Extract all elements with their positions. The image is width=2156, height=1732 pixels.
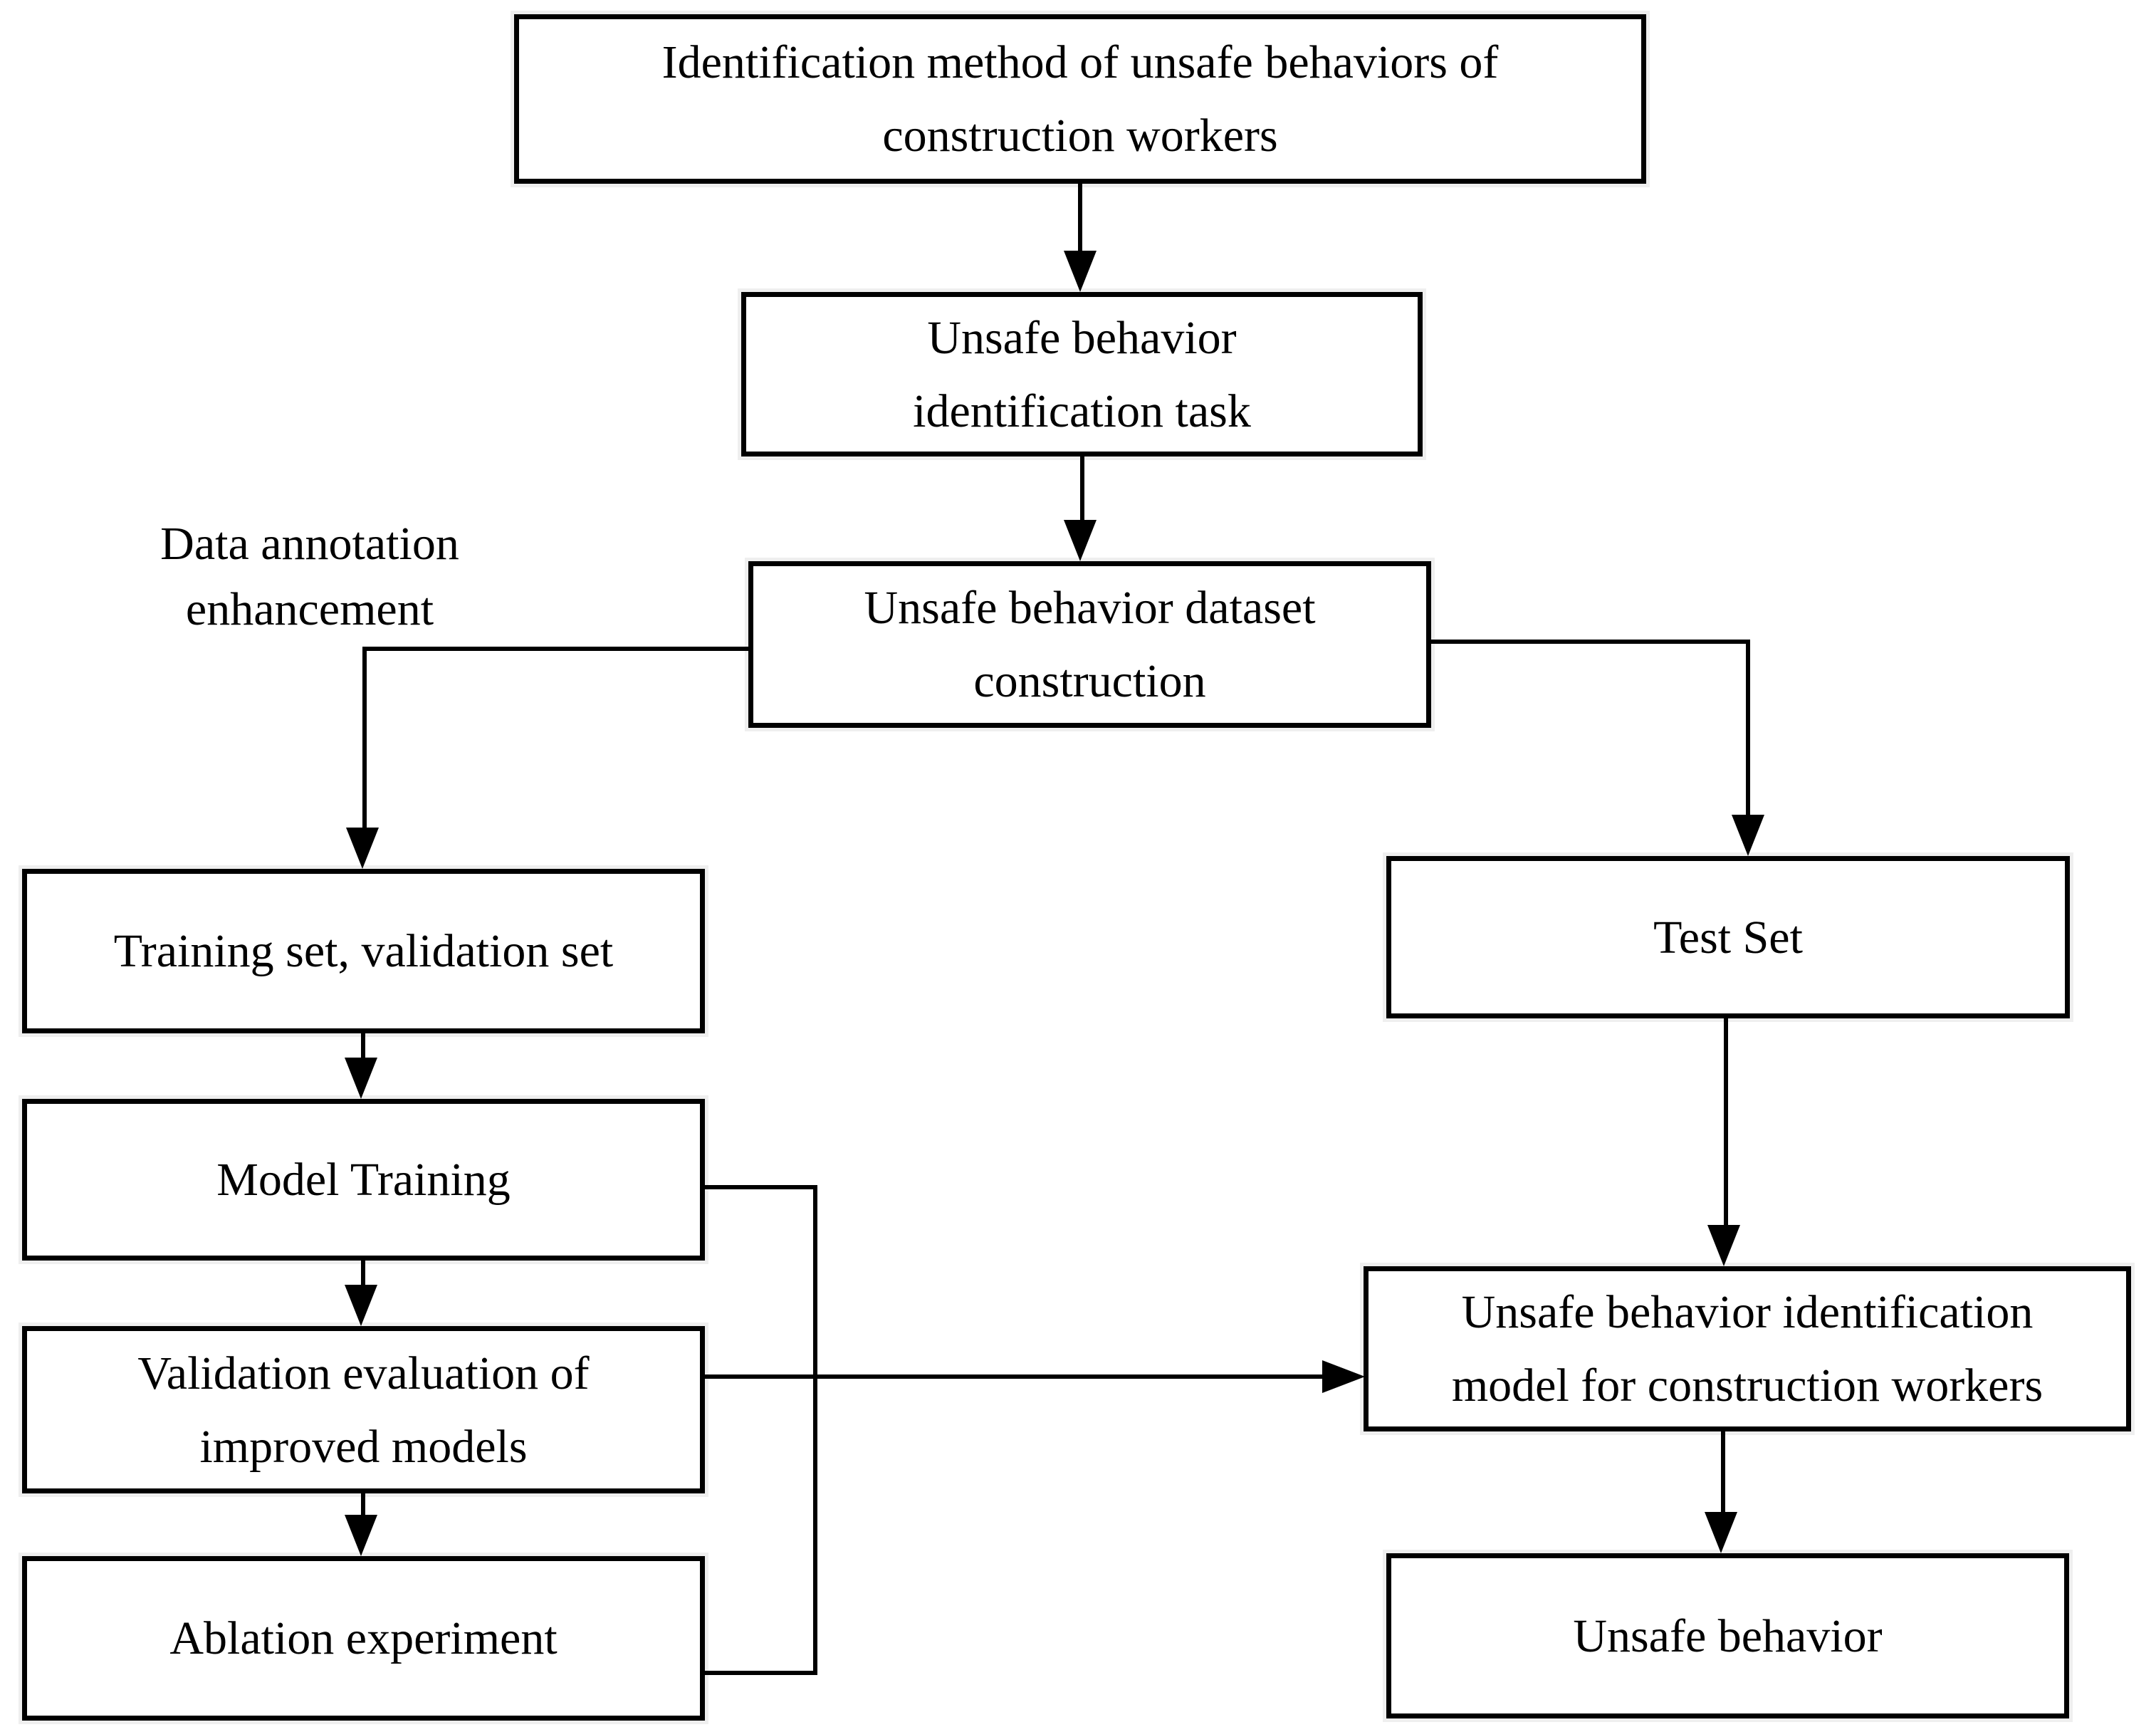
node-model-training: Model Training xyxy=(22,1099,705,1261)
node-identification-task-line1: Unsafe behavior xyxy=(927,311,1237,364)
connector-testset-to-model xyxy=(1724,1018,1728,1226)
node-validation-evaluation: Validation evaluation of improved models xyxy=(22,1326,705,1493)
arrowhead-dataset-to-testset xyxy=(1732,815,1764,856)
connector-validation-to-ablation xyxy=(361,1493,365,1518)
node-identification-task: Unsafe behavior identification task xyxy=(741,292,1423,457)
node-model-training-line1: Model Training xyxy=(216,1154,511,1206)
node-identification-model-line2: model for construction workers xyxy=(1451,1360,2044,1412)
arrowhead-method-to-task xyxy=(1064,251,1097,292)
node-identification-task-line2: identification task xyxy=(913,385,1251,437)
connector-ablation-bracket xyxy=(705,1671,817,1675)
node-ablation-experiment-line1: Ablation experiment xyxy=(169,1612,558,1664)
arrowhead-validation-to-ablation xyxy=(345,1515,377,1556)
connector-method-to-task xyxy=(1078,184,1082,255)
node-ablation-experiment: Ablation experiment xyxy=(22,1556,705,1721)
connector-modeltraining-to-validation xyxy=(361,1261,365,1288)
node-training-validation-set: Training set, validation set xyxy=(22,869,705,1033)
node-dataset-construction-line1: Unsafe behavior dataset xyxy=(864,582,1316,634)
arrowhead-trainingset-to-modeltraining xyxy=(345,1058,377,1099)
node-unsafe-behavior: Unsafe behavior xyxy=(1386,1553,2069,1718)
label-data-annotation-enhancement: Data annotation enhancement xyxy=(100,511,520,642)
label-data-annotation-line1: Data annotation xyxy=(160,518,459,570)
connector-trainingset-to-modeltraining xyxy=(361,1033,365,1060)
node-dataset-construction-line2: construction xyxy=(973,655,1206,707)
arrowhead-validation-to-model xyxy=(1322,1360,1365,1393)
node-test-set: Test Set xyxy=(1386,856,2070,1018)
arrowhead-dataset-to-trainingset xyxy=(346,828,379,869)
node-identification-method-line2: construction workers xyxy=(882,110,1278,162)
connector-modeltraining-bracket xyxy=(705,1185,817,1189)
connector-task-to-dataset xyxy=(1080,457,1084,524)
connector-dataset-to-testset xyxy=(1746,640,1750,818)
node-test-set-line1: Test Set xyxy=(1653,911,1803,964)
connector-model-to-unsafebehavior xyxy=(1721,1431,1725,1513)
arrowhead-task-to-dataset xyxy=(1064,520,1097,561)
arrowhead-modeltraining-to-validation xyxy=(345,1285,377,1326)
connector-validation-to-model xyxy=(705,1374,1324,1379)
connector-dataset-left-horizontal xyxy=(365,647,748,651)
node-identification-model-line1: Unsafe behavior identification xyxy=(1461,1286,2034,1338)
connector-dataset-right-horizontal xyxy=(1431,640,1750,644)
label-data-annotation-line2: enhancement xyxy=(185,583,434,635)
node-validation-evaluation-line1: Validation evaluation of xyxy=(137,1347,590,1399)
node-training-validation-set-line1: Training set, validation set xyxy=(113,925,614,977)
arrowhead-model-to-unsafebehavior xyxy=(1705,1512,1737,1553)
node-identification-method-line1: Identification method of unsafe behavior… xyxy=(661,36,1499,88)
arrowhead-testset-to-model xyxy=(1707,1225,1740,1266)
connector-bracket-vertical xyxy=(813,1185,817,1675)
node-identification-model: Unsafe behavior identification model for… xyxy=(1364,1266,2131,1431)
node-validation-evaluation-line2: improved models xyxy=(199,1420,528,1473)
node-unsafe-behavior-line1: Unsafe behavior xyxy=(1573,1610,1883,1662)
connector-dataset-to-trainingset xyxy=(362,647,367,830)
node-identification-method: Identification method of unsafe behavior… xyxy=(514,14,1646,184)
node-dataset-construction: Unsafe behavior dataset construction xyxy=(748,561,1431,728)
